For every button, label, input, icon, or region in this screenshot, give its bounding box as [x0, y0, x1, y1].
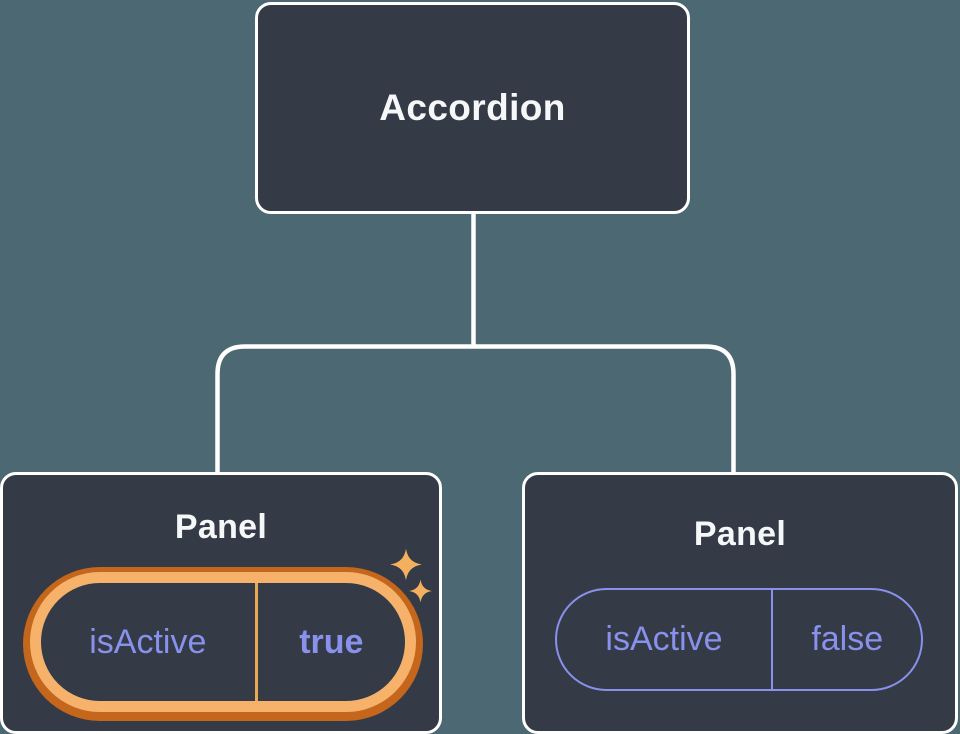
accordion-label: Accordion — [379, 87, 566, 128]
sparkle-icon — [409, 579, 432, 603]
panel-title: Panel — [693, 515, 787, 553]
pill-divider — [770, 590, 774, 689]
prop-value-label: true — [299, 622, 364, 661]
prop-pill-active: isActive true — [30, 572, 416, 712]
sparkle-icon — [390, 548, 422, 581]
accordion-node: Accordion — [255, 2, 690, 214]
pill-divider — [254, 583, 258, 701]
prop-name-label: isActive — [89, 622, 207, 661]
prop-pill-inactive: isActive false — [555, 588, 923, 691]
prop-name-label: isActive — [605, 620, 723, 658]
prop-value-label: false — [811, 620, 884, 658]
panel-title: Panel — [174, 508, 268, 546]
